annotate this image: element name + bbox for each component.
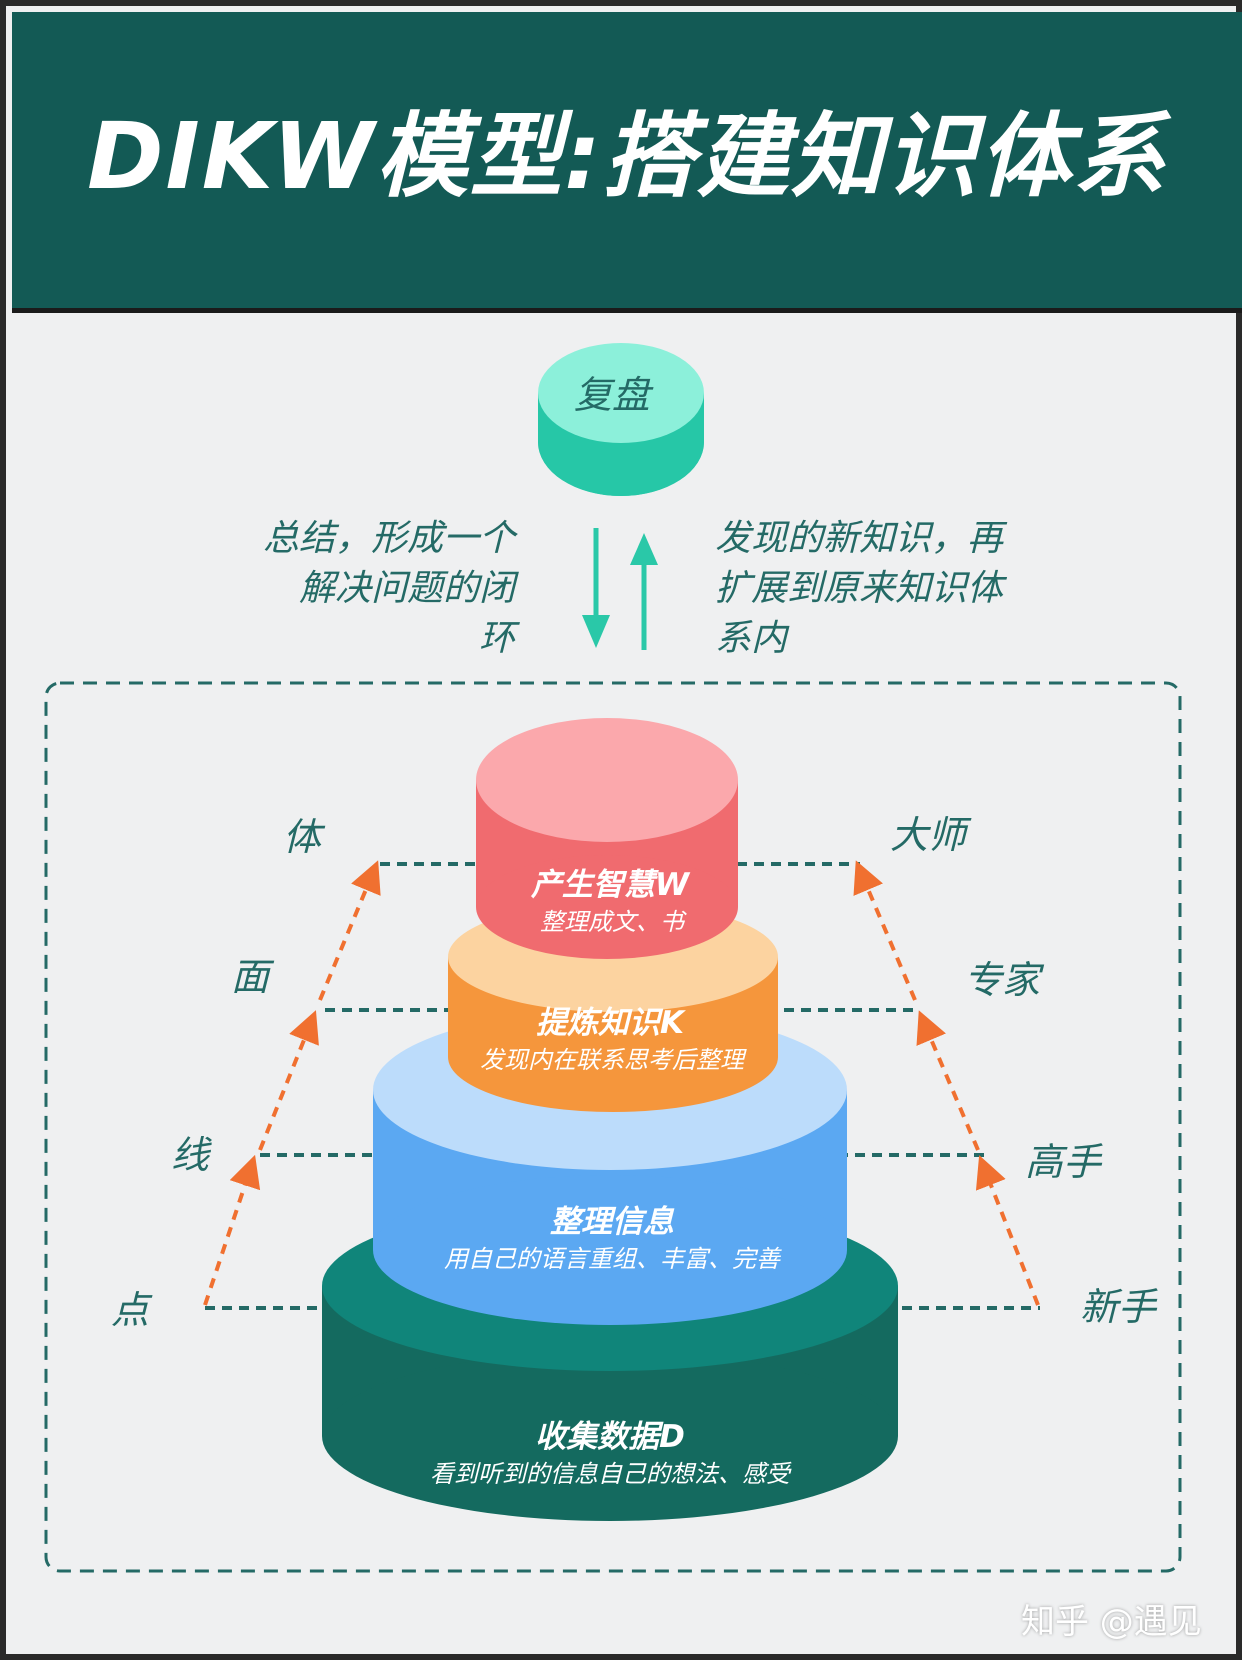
knowledge-label: 提炼知识K	[536, 1005, 686, 1041]
wisdom-disk	[476, 718, 738, 959]
left-note-line: 环	[479, 618, 520, 659]
enclosure-border	[44, 681, 1182, 1573]
left-note-line: 解决问题的闭	[299, 568, 519, 609]
information-desc: 用自己的语言重组、丰富、完善	[444, 1245, 782, 1273]
wisdom-desc: 整理成文、书	[540, 908, 687, 936]
information-label: 整理信息	[550, 1204, 675, 1240]
scale-right-label: 专家	[964, 958, 1045, 1002]
scale-left-label: 面	[231, 955, 275, 999]
right-note-line: 发现的新知识，再	[715, 518, 1008, 559]
scale-right-label: 大师	[890, 813, 972, 857]
scale-right-label: 新手	[1080, 1285, 1158, 1329]
left-note-line: 总结，形成一个	[263, 518, 518, 559]
scale-left-label: 点	[111, 1288, 153, 1332]
watermark: 知乎 @遇见	[1021, 1602, 1202, 1642]
growth-arrows	[203, 860, 1040, 1306]
data-label: 收集数据D	[535, 1419, 685, 1455]
review-label: 复盘	[574, 373, 654, 417]
knowledge-desc: 发现内在联系思考后整理	[480, 1046, 747, 1074]
scale-left-label: 体	[283, 815, 326, 859]
page-title: DIKW模型:搭建知识体系	[87, 103, 1167, 210]
scale-left-label: 线	[171, 1133, 212, 1177]
right-note-line: 系内	[715, 618, 790, 659]
review-disk: 复盘	[538, 343, 704, 496]
loop-arrows	[582, 528, 658, 650]
data-desc: 看到听到的信息自己的想法、感受	[430, 1460, 792, 1488]
scale-right-label: 高手	[1025, 1140, 1103, 1184]
header-banner: DIKW模型:搭建知识体系	[12, 12, 1242, 313]
right-note-line: 扩展到原来知识体	[715, 568, 1008, 609]
wisdom-label: 产生智慧W	[530, 867, 691, 903]
